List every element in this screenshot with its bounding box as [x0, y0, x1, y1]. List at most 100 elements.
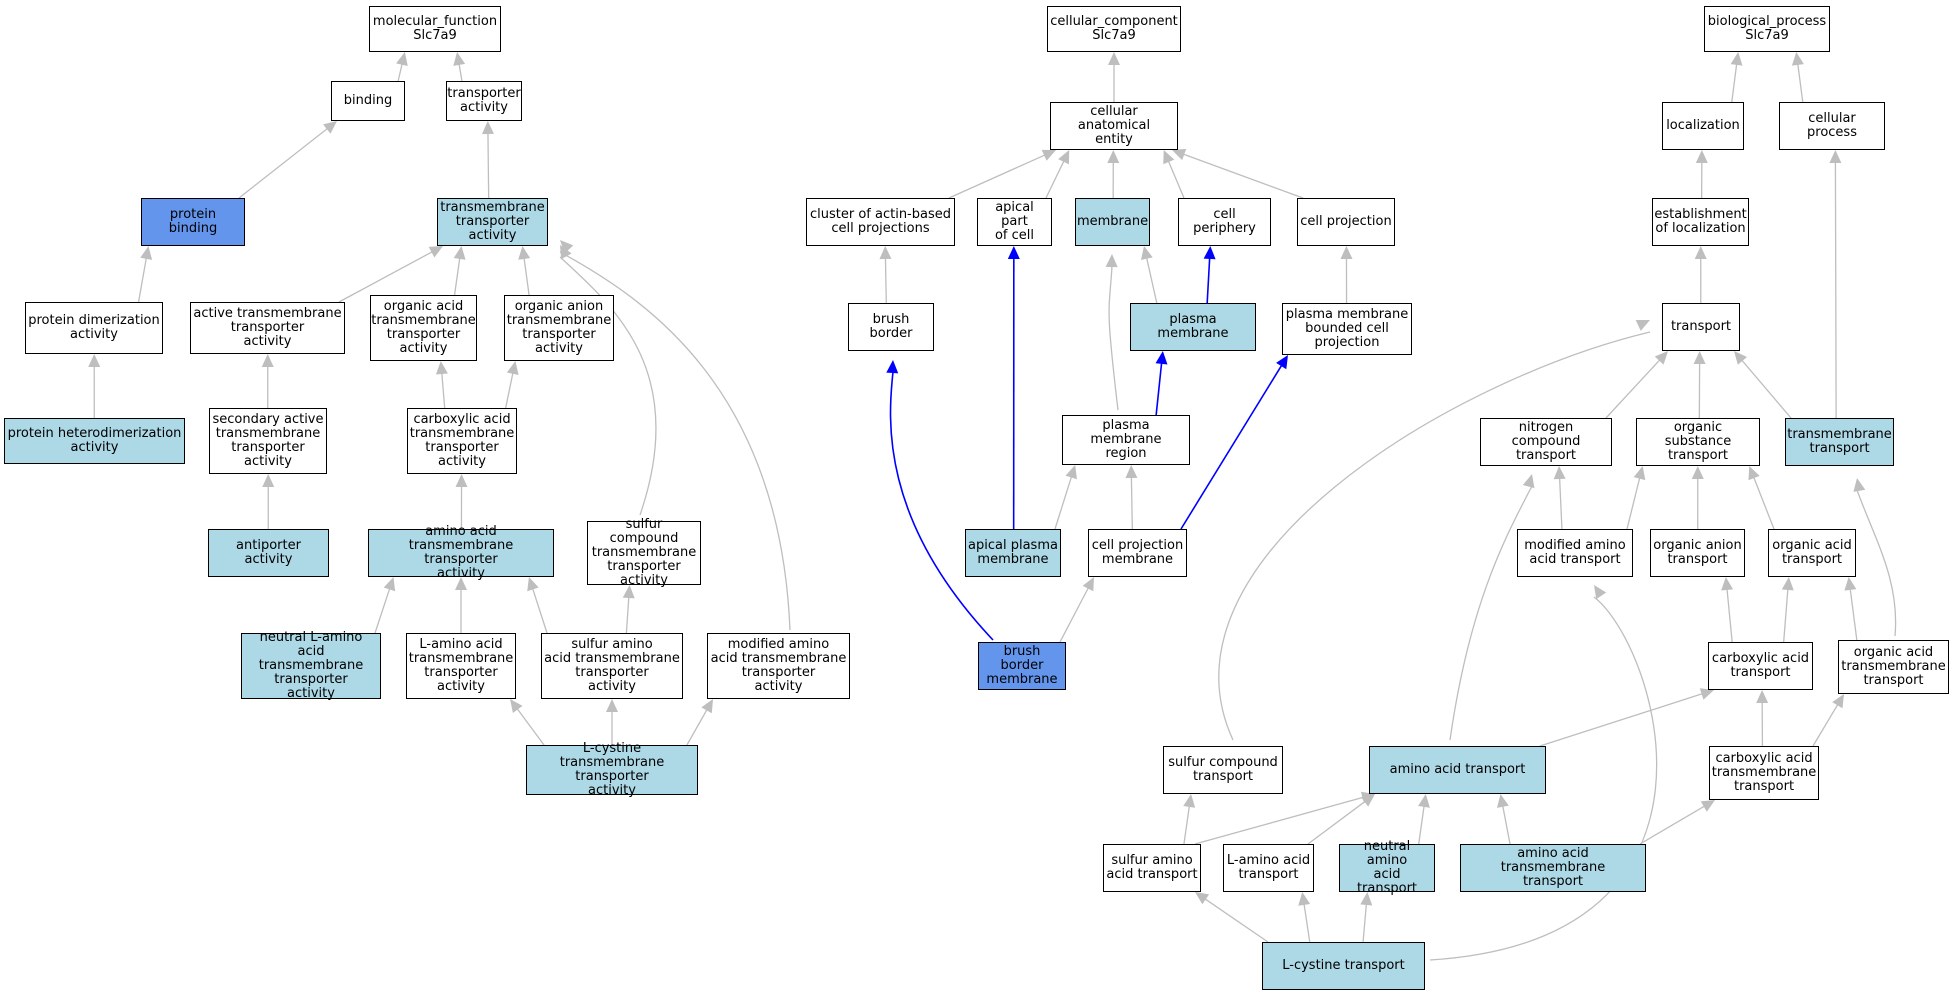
node-pm-bounded-cell-projection[interactable]: plasma membrane bounded cell projection — [1282, 303, 1412, 355]
edge-cell-projection-membrane-to-pm-region — [1130, 476, 1133, 530]
node-amino-acid-tm-transport[interactable]: amino acid transmembrane transport — [1460, 844, 1646, 892]
edge-sulfur-amino-acid-transport-to-amino-acid-transport — [1194, 796, 1364, 845]
node-brush-border-membrane[interactable]: brush border membrane — [978, 642, 1066, 690]
node-sulfur-amino-acid-tm-act[interactable]: sulfur amino acid transmembrane transpor… — [541, 633, 683, 699]
node-cell-projection[interactable]: cell projection — [1297, 198, 1395, 246]
edge-arrowhead-31 — [1203, 246, 1216, 260]
edge-arrowhead-57 — [1853, 478, 1866, 492]
node-tm-transporter-activity[interactable]: transmembrane transporter activity — [437, 198, 548, 246]
edge-arrowhead-29 — [879, 246, 892, 260]
edge-tm-transporter-activity-to-transporter-activity — [487, 132, 490, 199]
node-organic-anion-transport[interactable]: organic anion transport — [1650, 529, 1745, 577]
node-antiporter[interactable]: antiporter activity — [208, 529, 329, 577]
edge-organic-acid-transport-to-organic-substance-transport — [1753, 476, 1775, 530]
edge-arrowhead-56 — [1844, 577, 1857, 591]
edge-arrowhead-17 — [455, 577, 467, 590]
node-l-cystine-transport[interactable]: L-cystine transport — [1262, 942, 1425, 990]
node-apical-pm[interactable]: apical plasma membrane — [965, 529, 1061, 577]
node-neutral-amino-acid-transport[interactable]: neutral amino acid transport — [1339, 840, 1435, 896]
edge-arrowhead-33 — [1105, 254, 1118, 268]
node-sulfur-compound-transport[interactable]: sulfur compound transport — [1163, 746, 1283, 794]
node-transporter-activity[interactable]: transporter activity — [446, 81, 522, 121]
node-binding[interactable]: binding — [331, 81, 405, 121]
edge-arrowhead-8 — [518, 246, 531, 260]
node-nitrogen-compound-transport[interactable]: nitrogen compound transport — [1480, 418, 1612, 466]
edge-arrowhead-34 — [1155, 351, 1168, 365]
edge-arrowhead-46 — [1734, 351, 1747, 365]
node-neutral-l-amino-act[interactable]: neutral L-amino acid transmembrane trans… — [241, 631, 381, 701]
edge-carboxylic-acid-tm-transport-to-organic-acid-tm-transport — [1812, 703, 1839, 747]
edge-arrowhead-30 — [1140, 246, 1153, 260]
node-carboxylic-acid-tm-act[interactable]: carboxylic acid transmembrane transporte… — [407, 408, 517, 474]
node-transport[interactable]: transport — [1662, 303, 1740, 351]
node-l-amino-acid-tm-act[interactable]: L-amino acid transmembrane transporter a… — [406, 633, 516, 699]
node-protein-dimerization[interactable]: protein dimerization activity — [25, 302, 163, 354]
node-amino-acid-transport[interactable]: amino acid transport — [1369, 746, 1546, 794]
node-l-amino-acid-transport[interactable]: L-amino acid transport — [1223, 844, 1314, 892]
node-organic-acid-tm[interactable]: organic acid transmembrane transporter a… — [370, 295, 477, 361]
node-protein-binding[interactable]: protein binding — [141, 198, 245, 246]
node-organic-anion-tm[interactable]: organic anion transmembrane transporter … — [504, 295, 614, 361]
node-establishment-localization[interactable]: establishment of localization — [1652, 198, 1749, 246]
node-pm-region[interactable]: plasma membrane region — [1062, 415, 1190, 465]
node-protein-heterodimerization[interactable]: protein heterodimerization activity — [4, 418, 185, 464]
edge-protein-dimerization-to-protein-binding — [137, 257, 148, 303]
edge-arrowhead-14 — [506, 361, 519, 375]
node-modified-amino-acid-transport[interactable]: modified amino acid transport — [1517, 529, 1633, 577]
node-bp-root[interactable]: biological_process Slc7a9 — [1704, 6, 1830, 52]
edge-arrowhead-7 — [453, 246, 466, 260]
edge-arrowhead-6 — [428, 246, 443, 258]
edge-transmembrane-transport-to-transport — [1741, 359, 1792, 419]
edge-brush-border-membrane-to-cell-projection-membrane — [1059, 587, 1090, 643]
edge-l-cystine-tm-act-to-modified-amino-acid-tm-act — [686, 709, 708, 746]
edge-carboxylic-acid-transport-to-organic-acid-transport — [1783, 588, 1789, 643]
edge-arrowhead-1 — [453, 52, 466, 66]
edge-l-cystine-transport-to-sulfur-amino-acid-transport — [1204, 898, 1269, 943]
edge-sulfur-compound-tm-act-to-tm-transporter-activity — [559, 256, 657, 516]
node-sulfur-compound-tm-act[interactable]: sulfur compound transmembrane transporte… — [587, 518, 701, 588]
edge-arrowhead-60 — [1699, 688, 1714, 700]
node-localization[interactable]: localization — [1662, 102, 1744, 150]
edge-arrowhead-27 — [1163, 150, 1175, 165]
edge-arrowhead-39 — [1082, 577, 1094, 592]
node-mf-root[interactable]: molecular_function Slc7a9 — [369, 6, 501, 52]
edge-arrowhead-35 — [1065, 465, 1077, 480]
edge-arrowhead-36 — [1007, 246, 1020, 260]
edge-arrowhead-40 — [886, 360, 899, 374]
node-cell-periphery[interactable]: cell periphery — [1178, 198, 1271, 246]
edge-arrowhead-11 — [261, 354, 274, 368]
edge-arrowhead-5 — [88, 354, 101, 368]
edge-nitrogen-compound-transport-to-transport — [1605, 359, 1661, 419]
node-carboxylic-acid-transport[interactable]: carboxylic acid transport — [1708, 642, 1813, 690]
edge-neutral-amino-acid-transport-to-amino-acid-transport — [1418, 805, 1425, 845]
node-organic-acid-transport[interactable]: organic acid transport — [1768, 529, 1856, 577]
node-sulfur-amino-acid-transport[interactable]: sulfur amino acid transport — [1103, 844, 1201, 892]
node-secondary-active-tm[interactable]: secondary active transmembrane transport… — [209, 408, 327, 474]
node-l-cystine-tm-act[interactable]: L-cystine transmembrane transporter acti… — [526, 742, 698, 798]
node-membrane[interactable]: membrane — [1075, 198, 1150, 246]
node-cell-projection-membrane[interactable]: cell projection membrane — [1088, 529, 1187, 577]
node-cc-root[interactable]: cellular_component Slc7a9 — [1047, 6, 1181, 52]
edge-arrowhead-52 — [1691, 466, 1704, 480]
edge-arrowhead-45 — [1829, 150, 1842, 164]
node-cellular-process[interactable]: cellular process — [1779, 102, 1885, 150]
node-modified-amino-acid-tm-act[interactable]: modified amino acid transmembrane transp… — [707, 633, 850, 699]
node-carboxylic-acid-tm-transport[interactable]: carboxylic acid transmembrane transport — [1709, 746, 1819, 800]
node-amino-acid-tm-act[interactable]: amino acid transmembrane transporter act… — [368, 525, 554, 581]
edge-arrowhead-64 — [1360, 794, 1375, 807]
edge-arrowhead-20 — [510, 699, 523, 714]
node-cluster-actin[interactable]: cluster of actin-based cell projections — [806, 198, 955, 246]
edge-amino-acid-tm-transport-to-carboxylic-acid-tm-transport — [1639, 805, 1705, 845]
node-brush-border[interactable]: brush border — [848, 303, 934, 351]
node-organic-substance-transport[interactable]: organic substance transport — [1636, 418, 1760, 466]
node-active-tm[interactable]: active transmembrane transporter activit… — [190, 302, 345, 354]
node-cellular-anatomical-entity[interactable]: cellular anatomical entity — [1050, 102, 1178, 150]
node-apical-part[interactable]: apical part of cell — [977, 198, 1052, 246]
edge-localization-to-bp-root — [1731, 63, 1738, 103]
node-organic-acid-tm-transport[interactable]: organic acid transmembrane transport — [1838, 640, 1949, 694]
edge-arrowhead-15 — [455, 474, 468, 488]
node-transmembrane-transport[interactable]: transmembrane transport — [1785, 418, 1894, 466]
edge-arrowhead-19 — [622, 585, 635, 599]
edge-sulfur-compound-transport-to-transport — [1218, 331, 1651, 741]
node-plasma-membrane[interactable]: plasma membrane — [1130, 303, 1256, 351]
